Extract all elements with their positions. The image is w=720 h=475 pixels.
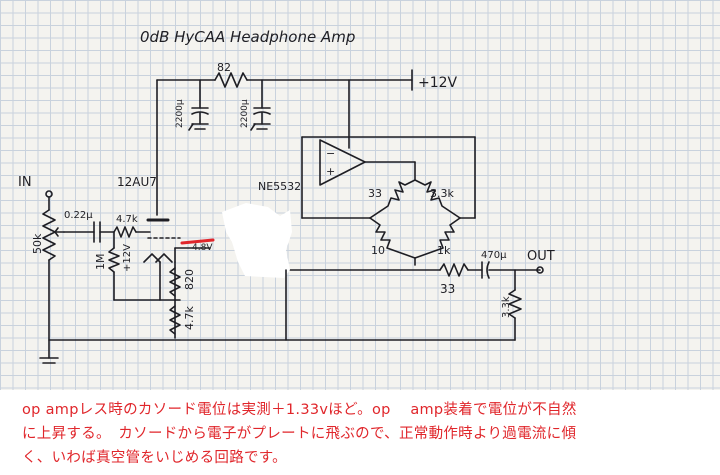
bridge-top-right-label: 3.3k xyxy=(430,187,454,200)
bridge-top-left-label: 33 xyxy=(368,187,382,200)
filter-cap-1-label: 2200μ xyxy=(175,99,185,128)
filter-cap-2-label: 2200μ xyxy=(240,99,250,128)
opamp-minus: − xyxy=(326,147,335,160)
filter-cap-2 xyxy=(250,79,271,131)
bottom-resistor-label: 4.7k xyxy=(183,306,196,330)
resistor-bridge xyxy=(301,179,461,266)
output-path xyxy=(285,261,544,341)
input-label: IN xyxy=(18,175,32,190)
ground-line xyxy=(39,269,516,364)
feed-resistor-label: 82 xyxy=(217,61,231,74)
grid-resistor-label: 4.7k xyxy=(116,214,138,225)
bridge-bottom-right-label: 1k xyxy=(437,244,451,257)
grid-supply-label: +12V xyxy=(122,244,133,272)
red-mark xyxy=(180,238,215,245)
pot-label: 50k xyxy=(31,233,44,254)
caption-line-2: に上昇する。 カソードから電子がプレートに飛ぶので、正常動作時より過電流に傾 xyxy=(22,426,577,442)
caption-line-1: op ampレス時のカソード電位は実測＋1.33vほど。op amp装着で電位が… xyxy=(22,402,577,418)
caption: op ampレス時のカソード電位は実測＋1.33vほど。op amp装着で電位が… xyxy=(22,398,712,470)
opamp-label: NE5532 xyxy=(258,180,301,193)
caption-line-3: く、いわば真空管をいじめる回路です。 xyxy=(22,450,287,466)
schematic-drawing: 0dB HyCAA Headphone Amp 82 +12V 2200μ 22… xyxy=(18,28,555,364)
tube-12au7 xyxy=(143,218,211,339)
opamp-plus: + xyxy=(326,165,335,178)
redaction-block xyxy=(222,203,292,278)
cathode-resistor-label: 820 xyxy=(183,269,196,290)
opamp-wiring xyxy=(301,79,476,219)
output-cap-label: 470μ xyxy=(481,250,507,261)
coupling-cap-label: 0.22μ xyxy=(64,210,93,221)
input-section xyxy=(42,190,181,359)
grid-bias-resistor-label: 1M xyxy=(94,254,107,271)
schematic-sheet: 0dB HyCAA Headphone Amp 82 +12V 2200μ 22… xyxy=(0,0,720,390)
output-resistor-label: 33 xyxy=(440,282,455,296)
tube-label: 12AU7 xyxy=(117,175,157,189)
load-resistor-label: 3.3k xyxy=(501,296,512,318)
voltage-note: 4.8V xyxy=(192,243,213,253)
schematic-title: 0dB HyCAA Headphone Amp xyxy=(140,28,355,46)
supply-rail xyxy=(156,69,413,216)
bridge-bottom-left-label: 10 xyxy=(371,244,385,257)
supply-label: +12V xyxy=(418,75,458,91)
output-label: OUT xyxy=(527,249,555,264)
filter-cap-1 xyxy=(188,79,209,131)
